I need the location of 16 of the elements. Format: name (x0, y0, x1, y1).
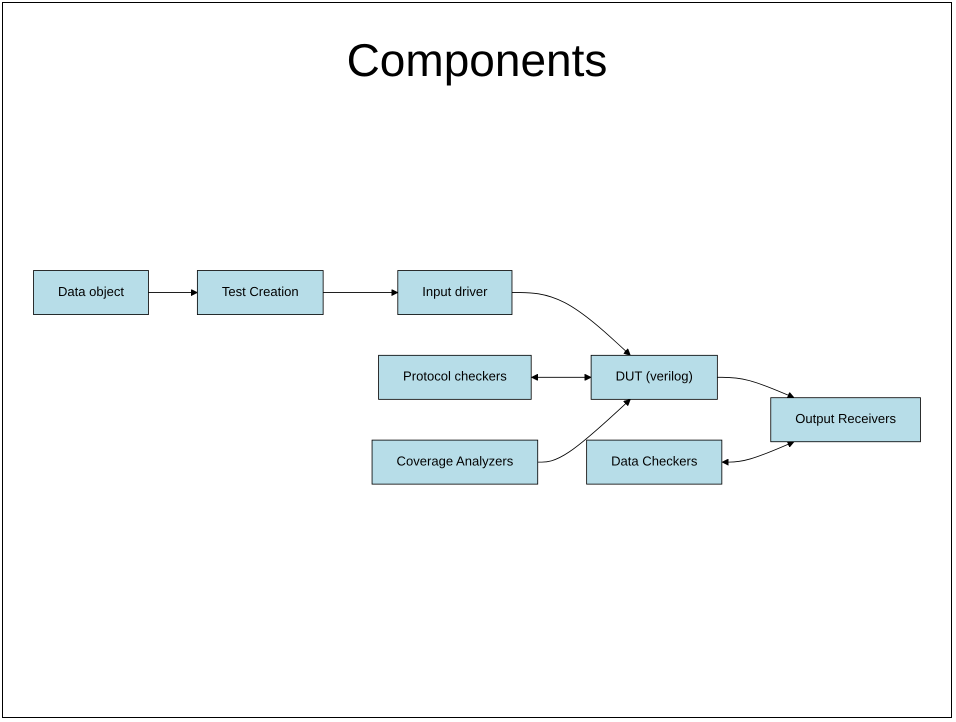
node-box: Output Receivers (770, 396, 921, 442)
arrow (722, 440, 794, 466)
node-box: DUT (verilog) (590, 354, 718, 400)
node-box: Protocol checkers (378, 354, 532, 400)
node-box: Data object (33, 270, 149, 315)
node-box: Input driver (397, 270, 512, 315)
node-box: Coverage Analyzers (372, 439, 538, 484)
arrow (531, 373, 592, 381)
slide-title: Components (346, 33, 608, 87)
arrow (148, 288, 198, 296)
arrow (537, 398, 631, 462)
arrow (512, 292, 631, 356)
arrow (322, 288, 398, 296)
node-box: Data Checkers (586, 439, 722, 484)
arrow (716, 376, 794, 398)
node-box: Test Creation (196, 270, 324, 315)
